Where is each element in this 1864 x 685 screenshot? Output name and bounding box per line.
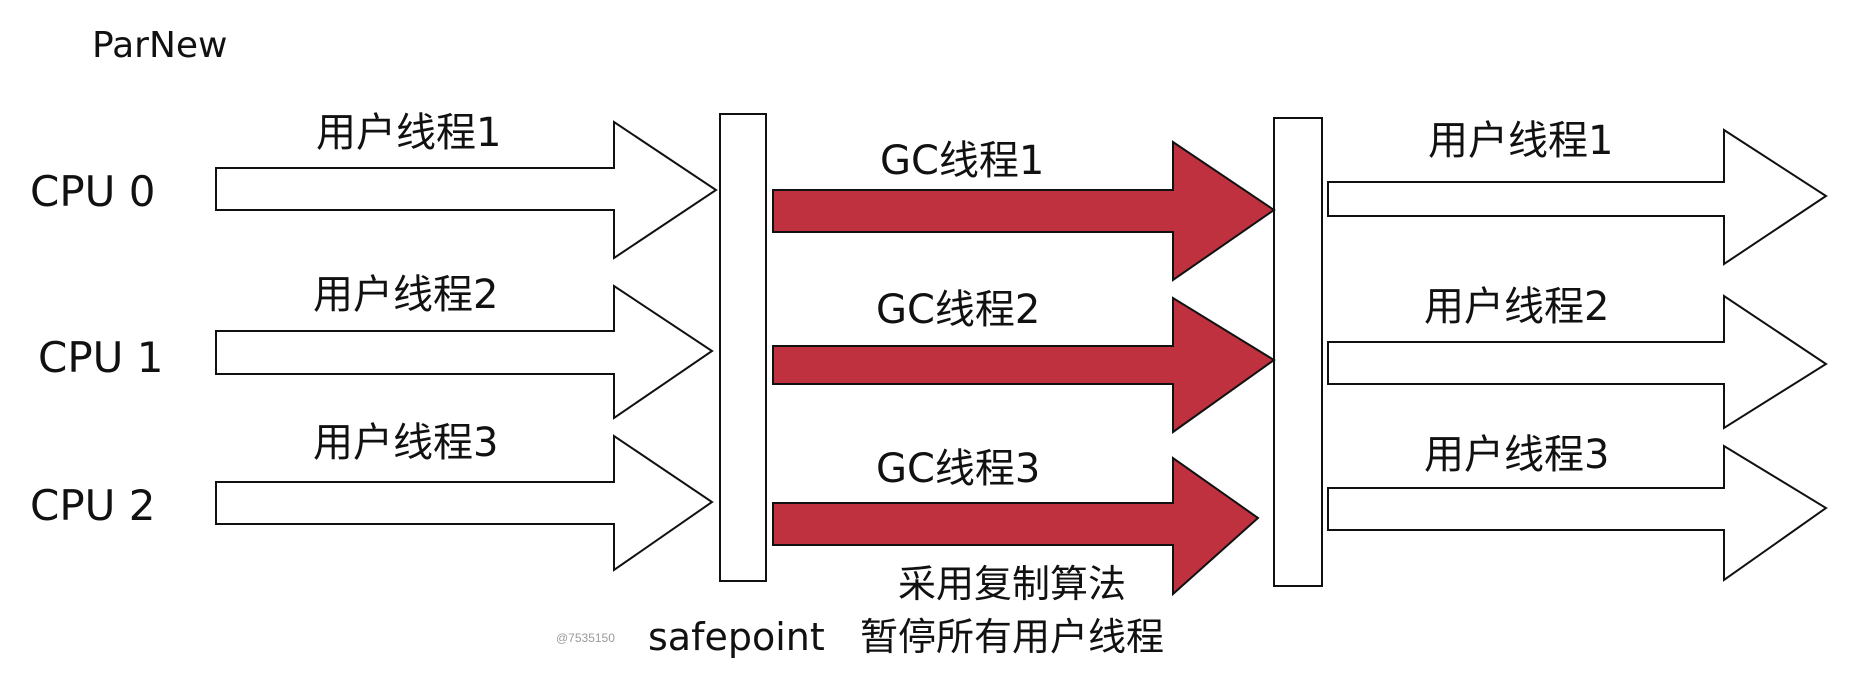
safepoint-bar-2 [1273, 117, 1323, 587]
watermark-text: @7535150 [556, 631, 615, 645]
gc-thread-label-2: GC线程2 [876, 287, 1040, 333]
cpu-label-0: CPU 0 [30, 167, 155, 216]
user-thread-after-label-3: 用户线程3 [1424, 432, 1609, 478]
user-thread-arrow-before-2 [215, 284, 714, 420]
user-thread-arrow-after-3 [1327, 444, 1828, 582]
safepoint-label: safepoint [648, 615, 825, 659]
diagram-title: ParNew [92, 25, 227, 66]
user-thread-after-label-1: 用户线程1 [1428, 118, 1613, 164]
cpu-label-1: CPU 1 [38, 333, 163, 382]
gc-thread-label-3: GC线程3 [876, 446, 1040, 492]
gc-thread-arrow-1 [772, 140, 1276, 282]
gc-thread-arrow-2 [772, 296, 1276, 434]
user-thread-after-label-2: 用户线程2 [1424, 284, 1609, 330]
copy-algorithm-note: 采用复制算法 [898, 562, 1126, 606]
user-thread-arrow-after-1 [1327, 128, 1828, 266]
user-thread-before-label-1: 用户线程1 [316, 110, 501, 156]
pause-all-user-threads-note: 暂停所有用户线程 [860, 615, 1164, 659]
gc-thread-label-1: GC线程1 [880, 138, 1044, 184]
user-thread-before-label-3: 用户线程3 [313, 420, 498, 466]
user-thread-arrow-before-3 [215, 434, 714, 572]
gc-thread-arrow-3 [772, 456, 1260, 597]
safepoint-bar-1 [719, 113, 767, 582]
user-thread-before-label-2: 用户线程2 [313, 272, 498, 318]
user-thread-arrow-after-2 [1327, 294, 1828, 430]
cpu-label-2: CPU 2 [30, 481, 155, 530]
user-thread-arrow-before-1 [215, 120, 718, 260]
